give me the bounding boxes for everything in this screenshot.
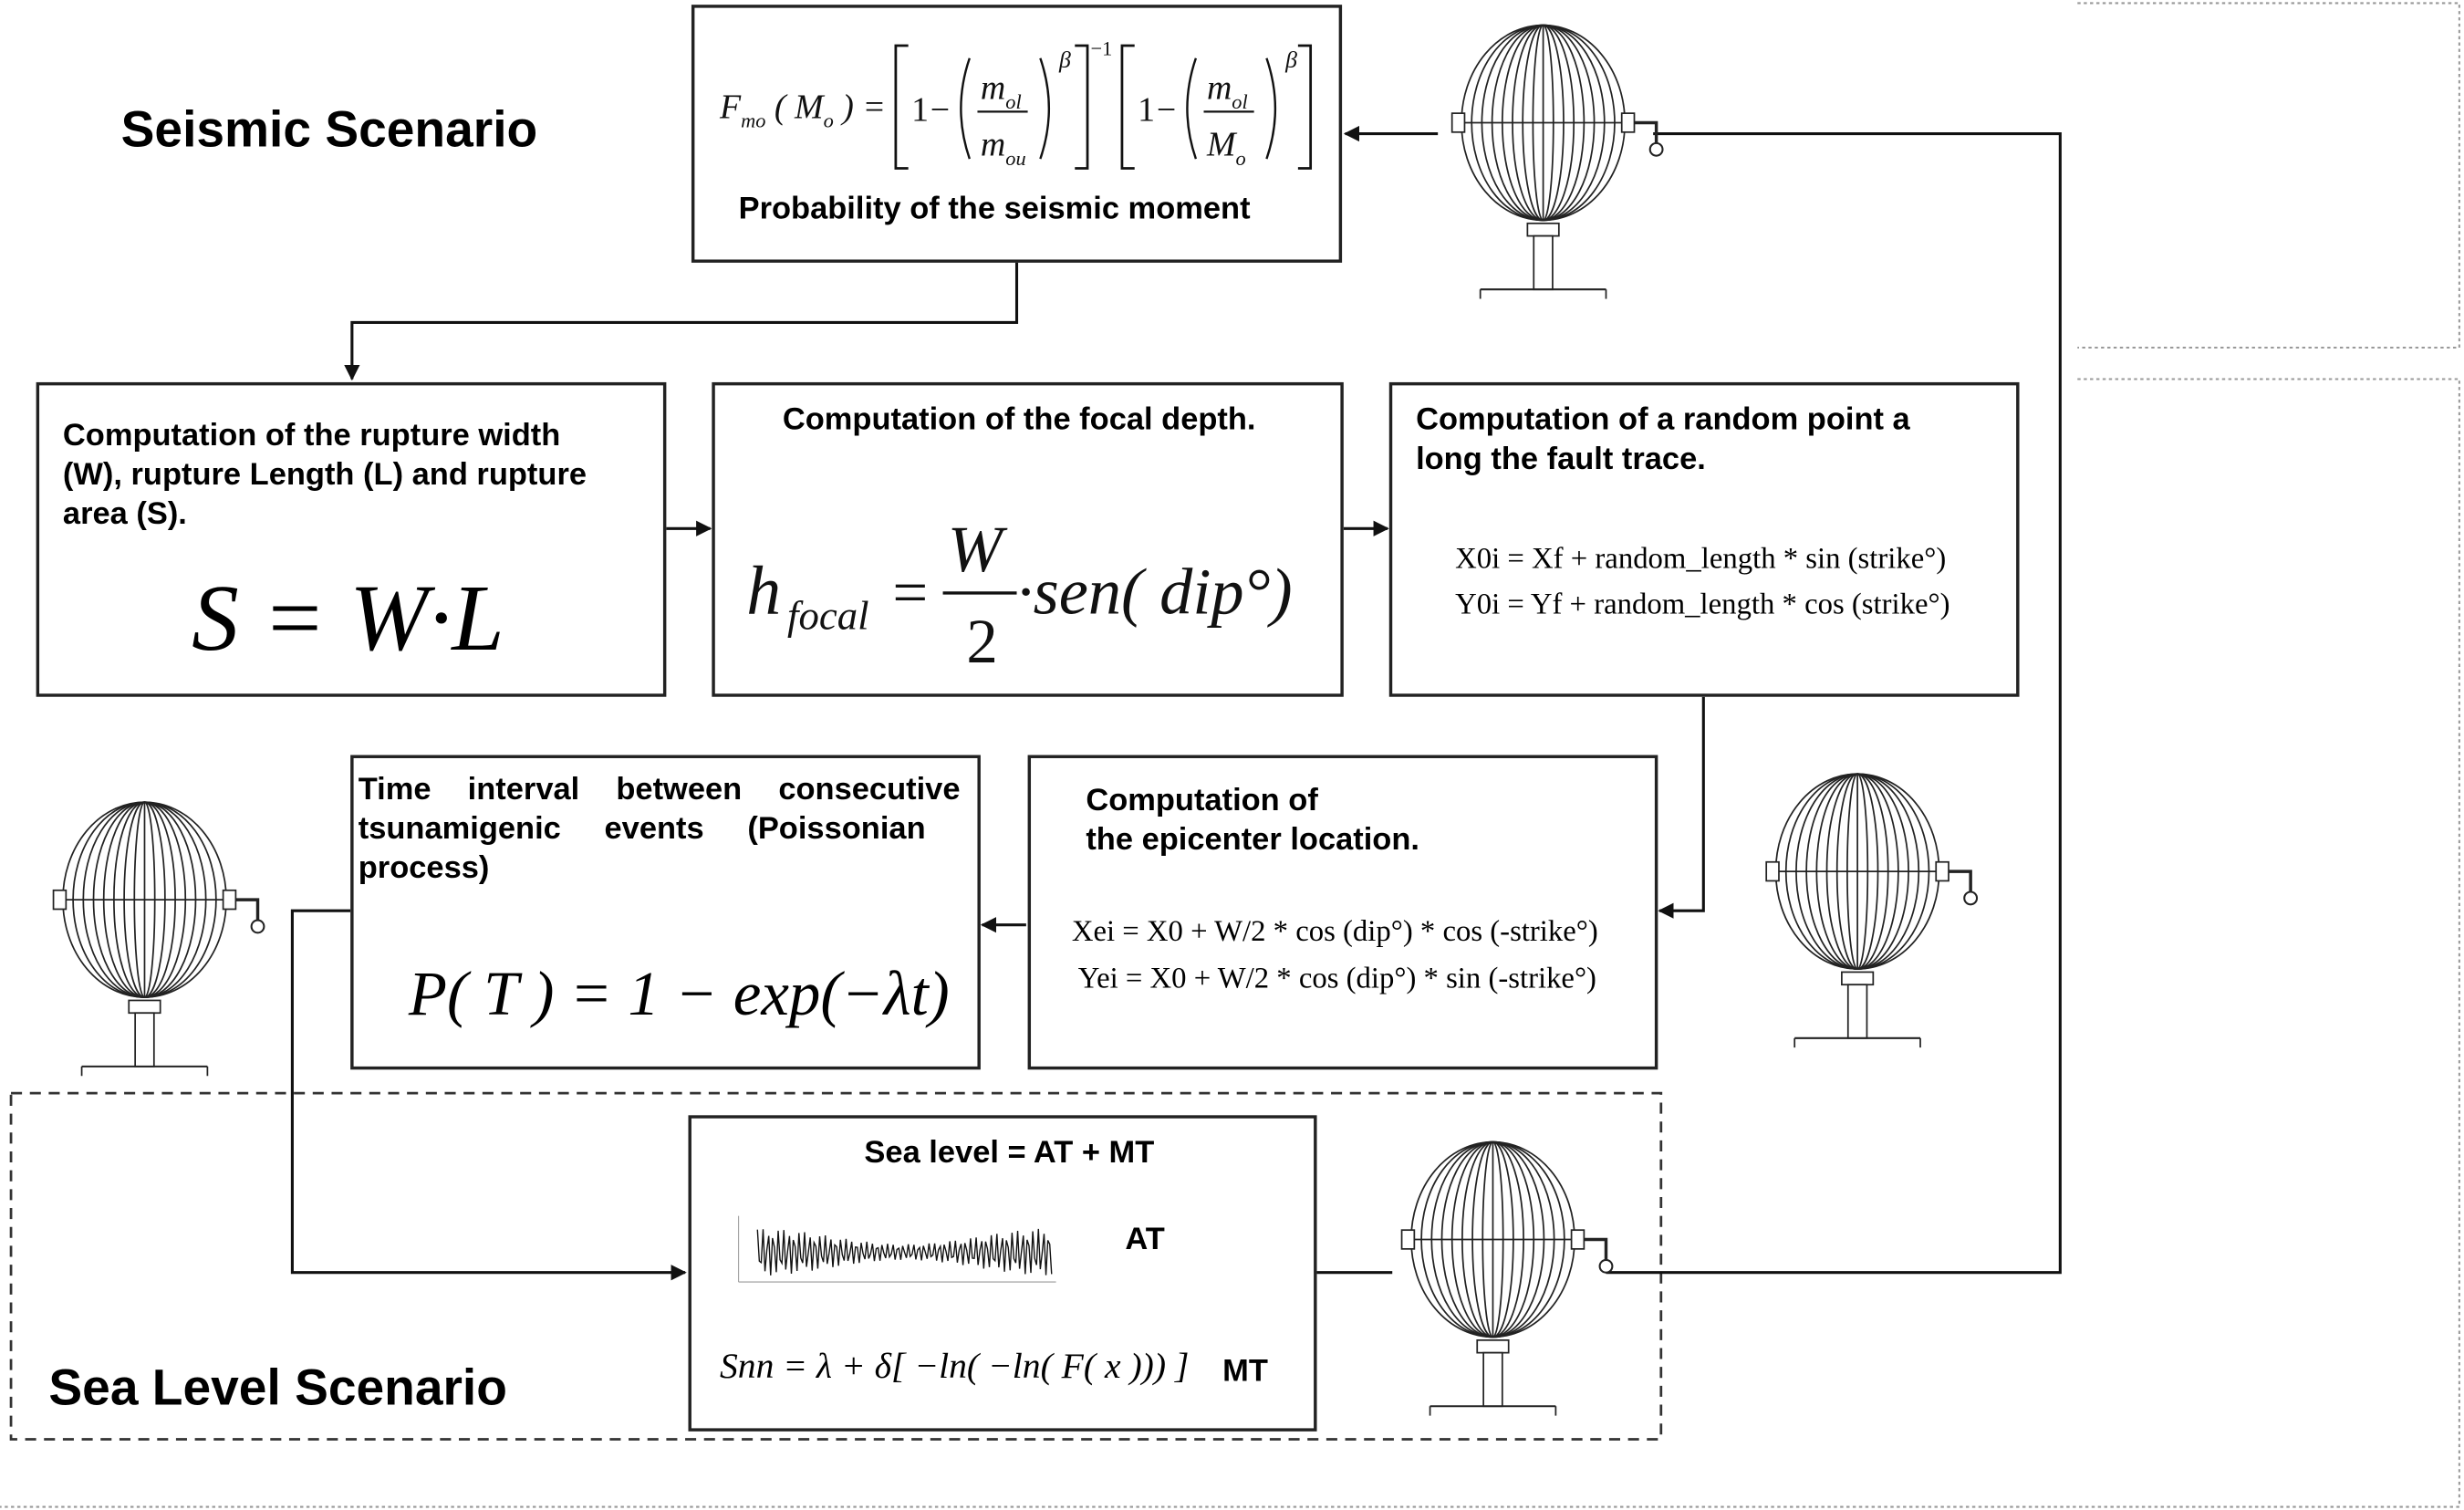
- sea-level-box: Sea level = AT + MT AT Snn = λ + δ[ −ln(…: [688, 1115, 1317, 1432]
- svg-text:=: =: [892, 557, 928, 627]
- seismic-scenario-label: Seismic Scenario: [120, 100, 538, 158]
- time-caption-line-2: tsunamigenic events (Poissonian: [358, 811, 926, 847]
- sea-level-scenario-label: Sea Level Scenario: [48, 1359, 507, 1416]
- astronomical-tide-plot: [738, 1215, 1056, 1283]
- time-interval-box: Time interval between consecutive tsunam…: [350, 755, 981, 1070]
- seismic-moment-box: Fmo ( Mo ) = 1 − mol mou β −1 1 − mol: [691, 5, 1343, 263]
- rupture-box: Computation of the rupture width (W), ru…: [36, 381, 667, 697]
- svg-text:1: 1: [911, 91, 929, 130]
- focal-equation: h focal = W 2 ·sen( dip°): [746, 513, 1293, 676]
- epicenter-caption-line-1: Computation of: [1086, 783, 1318, 818]
- at-label: AT: [1125, 1222, 1165, 1257]
- svg-text:Mo: Mo: [1206, 126, 1246, 170]
- arrow-moment-to-rupture: [344, 261, 1019, 381]
- poisson-equation: P( T ) = 1 − exp(−λt): [408, 957, 950, 1029]
- svg-text:focal: focal: [787, 593, 869, 639]
- lottery-drum-icon: [52, 801, 265, 1077]
- rupture-equation: S = W·L: [192, 566, 504, 671]
- svg-text:β: β: [1058, 47, 1071, 73]
- random-point-box: Computation of a random point a long the…: [1388, 381, 2020, 697]
- lottery-drum-icon: [1765, 773, 1979, 1048]
- random-equation-x: X0i = Xf + random_length * sin (strike°): [1455, 542, 1947, 576]
- arrow-random-to-epicenter: [1658, 696, 1705, 919]
- mt-label: MT: [1222, 1354, 1268, 1390]
- rupture-caption-line-2: (W), rupture Length (L) and rupture: [62, 457, 587, 493]
- epicenter-box: Computation of the epicenter location. X…: [1027, 755, 1658, 1070]
- svg-text:h: h: [746, 552, 781, 629]
- svg-text:W: W: [948, 513, 1008, 586]
- moment-equation: Fmo ( Mo ) = 1 − mol mou β −1 1 − mol: [719, 36, 1313, 170]
- svg-text:−1: −1: [1090, 36, 1112, 59]
- gumbel-equation: Snn = λ + δ[ −ln( −ln( F( x ))) ]: [719, 1346, 1190, 1386]
- arrow-time-to-sea: [290, 909, 687, 1281]
- svg-text:Fmo ( Mo ) =: Fmo ( Mo ) =: [719, 88, 886, 131]
- svg-text:−: −: [1157, 91, 1176, 130]
- epicenter-equation-x: Xei = X0 + W/2 * cos (dip°) * cos (-stri…: [1071, 915, 1598, 949]
- random-equation-y: Y0i = Yf + random_length * cos (strike°): [1455, 588, 1950, 621]
- focal-depth-box: Computation of the focal depth. h focal …: [712, 381, 1344, 697]
- loop-line-right: [1606, 131, 2062, 1275]
- epicenter-equation-y: Yei = X0 + W/2 * cos (dip°) * sin (-stri…: [1077, 963, 1596, 996]
- svg-text:mol: mol: [981, 69, 1022, 113]
- lottery-drum-icon: [1450, 24, 1664, 299]
- svg-text:mou: mou: [981, 126, 1026, 170]
- svg-text:1: 1: [1138, 91, 1155, 130]
- epicenter-caption-line-2: the epicenter location.: [1086, 822, 1419, 858]
- svg-text:−: −: [930, 91, 950, 130]
- svg-text:·sen( dip°): ·sen( dip°): [1017, 555, 1293, 628]
- random-caption-line-1: Computation of a random point a: [1416, 402, 1910, 438]
- time-caption-line-1: Time interval between consecutive: [358, 772, 961, 807]
- svg-text:mol: mol: [1207, 69, 1248, 113]
- lottery-drum-icon: [1400, 1140, 1614, 1416]
- dotted-frame-top: [2077, 2, 2460, 349]
- sea-level-region: [9, 1091, 1663, 1441]
- focal-caption: Computation of the focal depth.: [782, 402, 1256, 438]
- svg-text:β: β: [1284, 47, 1297, 73]
- svg-text:2: 2: [966, 607, 997, 676]
- rupture-caption-line-1: Computation of the rupture width: [62, 418, 561, 453]
- sea-level-caption: Sea level = AT + MT: [864, 1135, 1155, 1171]
- time-caption-line-3: process): [358, 850, 490, 886]
- random-caption-line-2: long the fault trace.: [1416, 442, 1706, 477]
- rupture-caption-line-3: area (S).: [62, 496, 187, 532]
- dotted-frame-bottom: [0, 378, 2460, 1508]
- moment-caption: Probability of the seismic moment: [738, 192, 1251, 227]
